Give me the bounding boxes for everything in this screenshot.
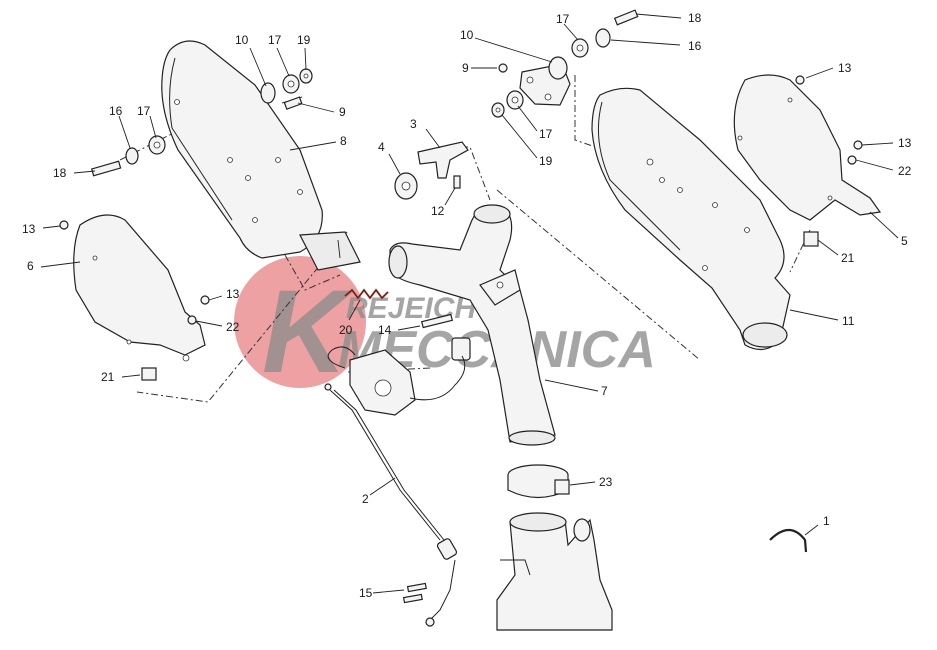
callout-19-left: 19 [297,33,311,47]
callout-22-left: 22 [226,320,240,334]
nut-13-c [795,75,805,85]
callout-13-c: 13 [838,61,852,75]
callout-13-d: 13 [898,136,912,150]
left-silencer-hardware [90,68,313,177]
nut-13-d [853,140,863,150]
right-mount-hardware [491,9,639,118]
cable-2 [324,383,458,627]
nut-13-b [200,295,210,305]
left-silencer [161,40,361,271]
callout-4: 4 [378,140,385,154]
callout-21-right: 21 [841,251,855,265]
header-pipe-section [496,512,613,631]
callout-16-right: 16 [688,39,702,53]
callout-7: 7 [601,384,608,398]
watermark-line1: REJEICH [346,292,477,325]
watermark-circle [234,256,366,388]
grommet-10-right [548,56,568,80]
callout-10-left: 10 [235,33,249,47]
nut-9-right [498,63,508,73]
clip-21-right [803,231,819,247]
valve-actuator [327,337,471,416]
callout-15: 15 [359,586,373,600]
callout-6: 6 [27,259,34,273]
callout-8: 8 [340,134,347,148]
callout-22-right: 22 [898,164,912,178]
callout-13-b: 13 [226,287,240,301]
leader-lines [40,13,899,594]
callout-18-left: 18 [53,166,67,180]
callout-20: 20 [339,323,353,337]
callout-17-a: 17 [137,104,151,118]
callout-9-left: 9 [339,105,346,119]
clip-1 [769,528,808,553]
callout-14: 14 [378,323,392,337]
callout-3: 3 [410,117,417,131]
nut-13-a [59,220,69,230]
grommet-10-left [260,82,276,104]
bolt-18-right [613,9,639,26]
callout-18-right: 18 [688,11,702,25]
callout-9-right: 9 [462,61,469,75]
callout-labels: 1 2 3 4 5 6 7 8 9 9 10 10 11 12 13 13 13… [22,11,912,600]
bolt-18-left [90,160,122,177]
grommet-22-left [187,315,197,325]
callout-17-d: 17 [539,127,553,141]
grommet-22-right [847,155,857,165]
callout-23: 23 [599,475,613,489]
watermark-mark-letter: K [262,266,355,398]
right-silencer [591,87,791,351]
right-heat-shield [733,74,882,247]
callout-12: 12 [431,204,445,218]
callout-5: 5 [901,234,908,248]
callout-10-right: 10 [460,28,474,42]
spring-20 [344,288,389,300]
y-pipe-7 [388,204,556,446]
callout-1: 1 [823,514,830,528]
callout-11: 11 [842,314,855,328]
callout-16-left: 16 [109,104,123,118]
callout-19-right: 19 [539,154,553,168]
callout-21-left: 21 [101,370,115,384]
washer-16-right [595,28,611,48]
clip-21-left [141,367,157,381]
callout-2: 2 [362,492,369,506]
left-heat-shield [59,214,210,381]
clamp-23 [507,464,570,499]
washer-16-left [125,147,139,165]
callout-17-b: 17 [268,33,282,47]
bracket-3 [417,141,469,179]
callout-17-c: 17 [556,12,570,26]
screws-15 [402,582,427,604]
bolt-14 [420,313,454,329]
callout-13-a: 13 [22,222,36,236]
centre-bracket [394,141,469,200]
screw-9-left [283,96,303,110]
screw-12 [453,175,461,189]
